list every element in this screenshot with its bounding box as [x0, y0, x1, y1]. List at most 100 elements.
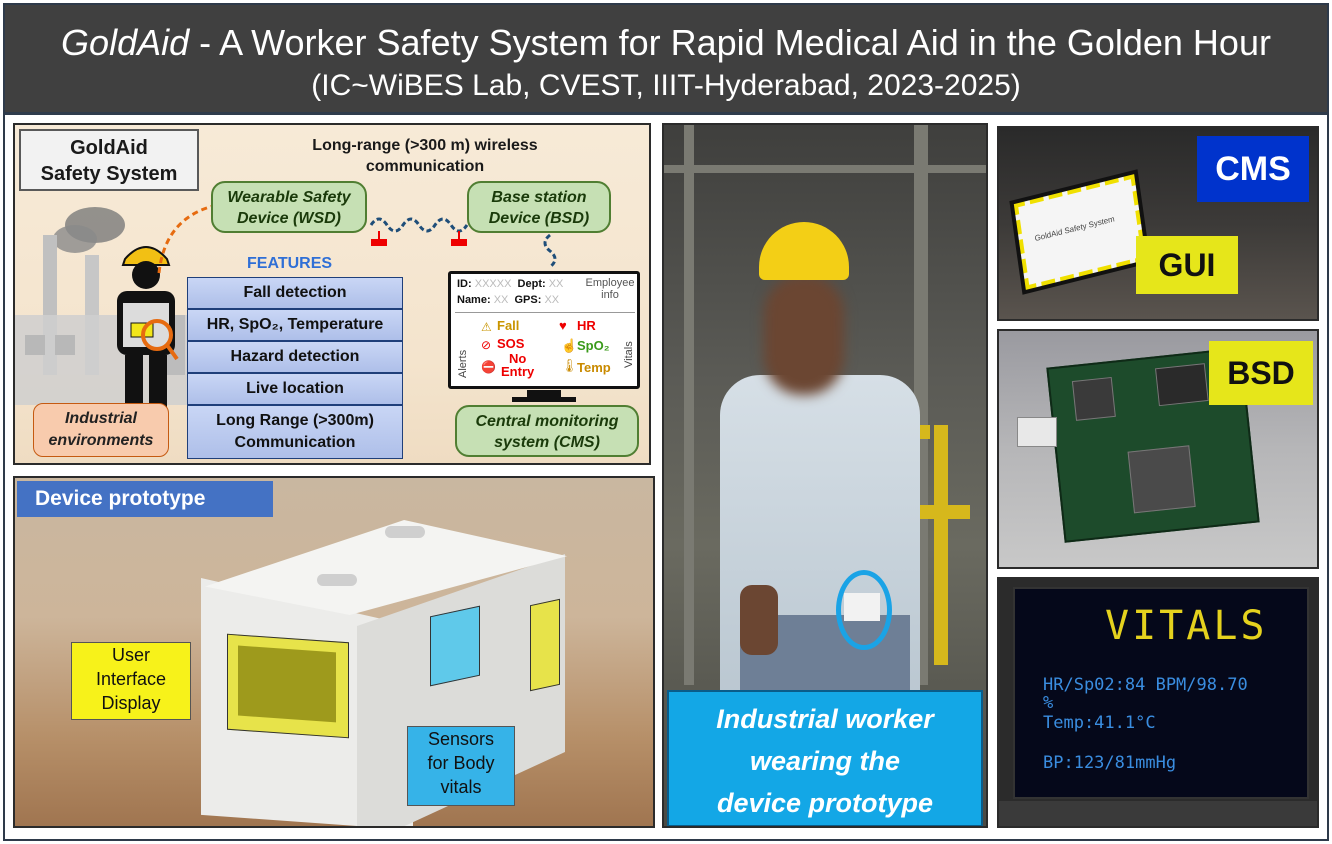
- monitor-stand: [527, 390, 561, 398]
- chip: [1071, 376, 1116, 421]
- gps-label: GPS:: [514, 294, 542, 306]
- vital-temp: Temp: [577, 360, 611, 375]
- employee-line2: info: [601, 289, 619, 301]
- wsd-line1: Wearable Safety: [227, 189, 351, 206]
- prototype-tag: Device prototype: [17, 481, 273, 517]
- worker-photo-panel: Industrial worker wearing the device pro…: [662, 123, 988, 828]
- vital-spo2: SpO₂: [577, 338, 610, 353]
- long-range-line1: Long-range (>300 m) wireless: [312, 137, 538, 154]
- alert-no-entry: No Entry: [501, 352, 534, 378]
- monitor-id-row: ID: XXXXX Dept: XX: [457, 278, 563, 290]
- side-port-highlight: [530, 598, 560, 692]
- vitals-title: VITALS: [1105, 603, 1268, 649]
- no-entry-line2: Entry: [501, 364, 535, 379]
- bsd-line1: Base station: [491, 189, 587, 206]
- employee-line1: Employee: [585, 277, 635, 289]
- worker-caption: Industrial worker wearing the device pro…: [667, 690, 983, 826]
- device-prototype-panel: Device prototype User Interface Display …: [13, 476, 655, 828]
- employee-info-label: Employee info: [583, 277, 637, 301]
- display-pcb: [999, 801, 1317, 826]
- feature-item: Live location: [187, 373, 403, 405]
- connector: [1017, 417, 1057, 447]
- cms-monitor: ID: XXXXX Dept: XX Name: XX GPS: XX Empl…: [448, 271, 640, 389]
- wireless-link-icon: [369, 217, 469, 246]
- system-diagram-panel: GoldAid Safety System Long-range (>300 m…: [13, 123, 651, 465]
- mcu-module: [1127, 445, 1196, 514]
- wsd-line2: Device (WSD): [236, 210, 342, 227]
- dept-value: XX: [548, 278, 564, 290]
- bsd-tag: BSD: [1209, 341, 1313, 405]
- oled-display: VITALS HR/Sp02:84 BPM/98.70 % Temp:41.1°…: [1013, 587, 1309, 799]
- sensors-line1: Sensors: [427, 729, 495, 749]
- system-title-box: GoldAid Safety System: [19, 129, 199, 191]
- industrial-environments-box: Industrial environments: [33, 403, 169, 457]
- sensors-callout: Sensors for Body vitals: [407, 726, 515, 806]
- vitals-temp: Temp:41.1°C: [1043, 713, 1156, 733]
- feature-last-line1: Long Range (>300m): [216, 412, 374, 429]
- wsd-box: Wearable Safety Device (WSD): [211, 181, 367, 233]
- name-value: XX: [493, 294, 509, 306]
- finger-sensor-icon: ☝: [561, 338, 578, 353]
- caption-line1: Industrial worker: [716, 704, 934, 734]
- bsd-line2: Device (BSD): [488, 210, 590, 227]
- dept-label: Dept:: [517, 278, 546, 290]
- sensors-line3: vitals: [440, 777, 482, 797]
- main-title: GoldAid - A Worker Safety System for Rap…: [5, 23, 1327, 63]
- pipe: [684, 125, 694, 685]
- worker-silhouette-icon: [117, 246, 179, 407]
- cms-line1: Central monitoring: [475, 413, 619, 430]
- no-entry-line1: No: [508, 351, 527, 366]
- vitals-label: Vitals: [623, 341, 635, 368]
- ui-line3: Display: [101, 693, 161, 713]
- cms-tag: CMS: [1197, 136, 1309, 202]
- thermometer-icon: 🌡: [561, 358, 578, 373]
- header-banner: GoldAid - A Worker Safety System for Rap…: [5, 5, 1327, 115]
- caption-line2: wearing the: [749, 746, 901, 776]
- alert-sos: SOS: [497, 336, 525, 351]
- system-title-line1: GoldAid: [70, 137, 148, 159]
- monitor-base: [512, 397, 576, 402]
- cms-line2: system (CMS): [494, 434, 600, 451]
- id-label: ID:: [457, 278, 472, 290]
- subtitle: (IC~WiBES Lab, CVEST, IIIT-Hyderabad, 20…: [311, 69, 1021, 102]
- alert-fall: Fall: [497, 318, 520, 333]
- yellow-pipe: [934, 425, 948, 665]
- cms-box: Central monitoring system (CMS): [455, 405, 639, 457]
- sensor-highlight: [430, 605, 480, 687]
- vitals-percent: %: [1043, 693, 1054, 713]
- hard-hat-icon: [759, 222, 849, 280]
- vitals-hr-spo2: HR/Sp02:84 BPM/98.70: [1043, 675, 1248, 695]
- long-range-line2: communication: [365, 158, 485, 175]
- vitals-photo-panel: VITALS HR/Sp02:84 BPM/98.70 % Temp:41.1°…: [997, 577, 1319, 828]
- id-value: XXXXX: [474, 278, 512, 290]
- display-highlight: [227, 633, 349, 739]
- title-rest: - A Worker Safety System for Rapid Medic…: [189, 22, 1271, 63]
- feature-item-long-range: Long Range (>300m) Communication: [187, 405, 403, 459]
- system-title-line2: Safety System: [40, 163, 178, 185]
- cms-photo-panel: GoldAid Safety System CMS GUI: [997, 126, 1319, 321]
- env-line2: environments: [48, 432, 154, 449]
- feature-last-line2: Communication: [234, 434, 356, 451]
- display-screen: [238, 645, 336, 723]
- features-title: FEATURES: [247, 255, 333, 272]
- ui-display-callout: User Interface Display: [71, 642, 191, 720]
- sensors-line2: for Body: [427, 753, 495, 773]
- gui-screen: GoldAid Safety System: [1009, 169, 1151, 295]
- title-italic: GoldAid: [61, 22, 190, 63]
- no-entry-icon: ⛔: [481, 360, 496, 374]
- fall-icon: ⚠: [481, 320, 492, 334]
- pipe: [664, 165, 986, 173]
- sos-icon: ⊘: [481, 338, 492, 352]
- radio-module: [1155, 363, 1209, 407]
- monitor-name-row: Name: XX GPS: XX: [457, 294, 559, 306]
- slot-icon: [317, 574, 357, 586]
- bsd-cms-link-icon: [543, 233, 557, 269]
- feature-item: Hazard detection: [187, 341, 403, 373]
- heart-rate-icon: ♥: [559, 318, 567, 333]
- vitals-bp: BP:123/81mmHg: [1043, 753, 1177, 773]
- ui-line2: Interface: [95, 669, 167, 689]
- worker-hand: [740, 585, 778, 655]
- env-line1: Industrial: [64, 410, 137, 427]
- alerts-label: Alerts: [457, 349, 469, 378]
- feature-item: Fall detection: [187, 277, 403, 309]
